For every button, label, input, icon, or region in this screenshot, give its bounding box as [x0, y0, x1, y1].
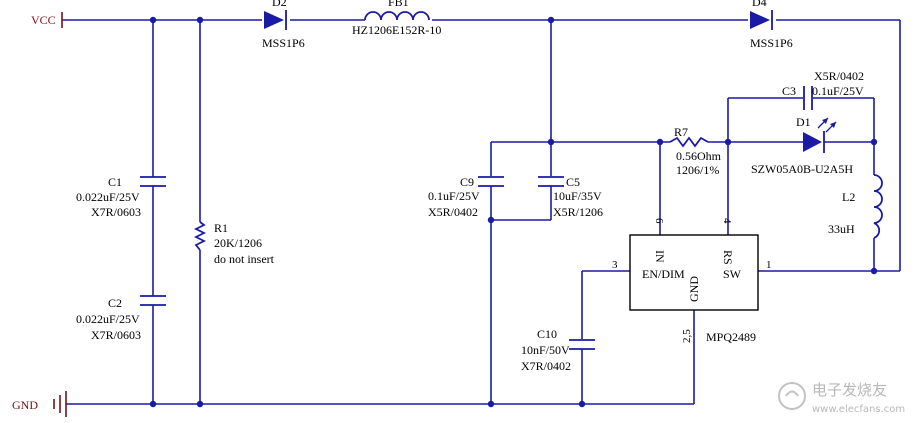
svg-text:C3: C3	[782, 84, 796, 98]
svg-text:SZW05A0B-U2A5H: SZW05A0B-U2A5H	[751, 162, 853, 176]
svg-text:D1: D1	[796, 115, 811, 129]
svg-text:D4: D4	[752, 0, 767, 9]
svg-text:VCC: VCC	[31, 13, 56, 27]
svg-text:SW: SW	[723, 267, 742, 281]
svg-text:X5R/0402: X5R/0402	[814, 69, 864, 83]
svg-text:HZ1206E152R-10: HZ1206E152R-10	[352, 23, 441, 37]
svg-text:C10: C10	[537, 327, 557, 341]
svg-text:6: 6	[653, 218, 665, 224]
vcc-port: VCC	[31, 12, 63, 28]
inductor-l2: L2 33uH	[828, 174, 883, 239]
svg-text:1: 1	[766, 259, 772, 271]
svg-text:R1: R1	[214, 221, 228, 235]
svg-text:www.elecfans.com: www.elecfans.com	[812, 404, 905, 415]
capacitor-c1: C1 0.022uF/25V X7R/0603	[76, 175, 166, 219]
svg-text:X7R/0402: X7R/0402	[521, 359, 571, 373]
svg-text:X5R/0402: X5R/0402	[428, 205, 478, 219]
capacitor-c2: C2 0.022uF/25V X7R/0603	[76, 295, 166, 342]
ic-mpq2489: IN RS EN/DIM SW GND 6 4 3 1 2,5 MPQ2489	[612, 218, 772, 344]
wires	[62, 19, 901, 405]
svg-text:MSS1P6: MSS1P6	[262, 36, 305, 50]
svg-text:R7: R7	[674, 125, 688, 139]
svg-text:GND: GND	[12, 398, 38, 412]
svg-text:0.022uF/25V: 0.022uF/25V	[76, 312, 140, 326]
svg-text:X7R/0603: X7R/0603	[91, 328, 141, 342]
svg-text:0.56Ohm: 0.56Ohm	[676, 149, 722, 163]
svg-text:33uH: 33uH	[828, 222, 855, 236]
capacitor-c10: C10 10nF/50V X7R/0402	[521, 327, 595, 373]
svg-text:10uF/35V: 10uF/35V	[553, 189, 602, 203]
svg-text:4: 4	[721, 218, 733, 224]
svg-text:L2: L2	[842, 190, 855, 204]
gnd-port: GND	[12, 391, 67, 417]
svg-text:10nF/50V: 10nF/50V	[521, 343, 570, 357]
watermark: 电子发烧友 www.elecfans.com	[778, 381, 905, 415]
svg-text:20K/1206: 20K/1206	[214, 236, 262, 250]
svg-text:0.022uF/25V: 0.022uF/25V	[76, 190, 140, 204]
capacitor-c3: X5R/0402 C3 0.1uF/25V	[782, 69, 864, 110]
svg-text:0.1uF/25V: 0.1uF/25V	[428, 189, 480, 203]
svg-text:2,5: 2,5	[681, 329, 693, 343]
svg-text:3: 3	[612, 259, 618, 271]
diode-d4: D4 MSS1P6	[750, 0, 793, 50]
svg-text:C9: C9	[460, 175, 474, 189]
svg-text:X5R/1206: X5R/1206	[553, 205, 603, 219]
svg-text:1206/1%: 1206/1%	[676, 163, 719, 177]
svg-text:C2: C2	[108, 296, 122, 310]
resistor-r7: R7 0.56Ohm 1206/1%	[669, 125, 722, 177]
svg-text:IN: IN	[653, 250, 667, 263]
diode-d2: D2 MSS1P6	[262, 0, 305, 50]
svg-text:D2: D2	[272, 0, 287, 9]
svg-text:do not insert: do not insert	[214, 252, 275, 266]
junctions	[149, 16, 878, 408]
svg-text:MSS1P6: MSS1P6	[750, 36, 793, 50]
capacitor-c5: C5 10uF/35V X5R/1206	[538, 175, 603, 219]
svg-text:GND: GND	[687, 276, 701, 302]
svg-text:FB1: FB1	[388, 0, 409, 9]
led-d1: D1 SZW05A0B-U2A5H	[751, 115, 853, 176]
capacitor-c9: C9 0.1uF/25V X5R/0402	[428, 175, 504, 219]
svg-text:C5: C5	[566, 175, 580, 189]
svg-text:RS: RS	[721, 250, 735, 265]
ferrite-bead-fb1: FB1 HZ1206E152R-10	[352, 0, 441, 37]
svg-text:电子发烧友: 电子发烧友	[812, 381, 887, 399]
svg-text:C1: C1	[108, 175, 122, 189]
svg-text:MPQ2489: MPQ2489	[706, 330, 756, 344]
svg-text:0.1uF/25V: 0.1uF/25V	[812, 84, 864, 98]
svg-text:X7R/0603: X7R/0603	[91, 205, 141, 219]
resistor-r1: R1 20K/1206 do not insert	[193, 221, 275, 266]
svg-text:EN/DIM: EN/DIM	[642, 267, 685, 281]
